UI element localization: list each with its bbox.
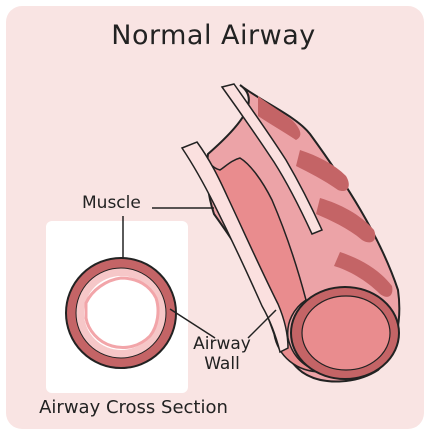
muscle-label: Muscle — [82, 193, 141, 213]
airway-wall-label: Airway Wall — [189, 334, 255, 374]
cross-section-label: Airway Cross Section — [0, 398, 267, 418]
airway-wall-label-line2: Wall — [189, 354, 255, 374]
airway-wall-label-line1: Airway — [189, 334, 255, 354]
cross-section-ring — [66, 258, 176, 368]
